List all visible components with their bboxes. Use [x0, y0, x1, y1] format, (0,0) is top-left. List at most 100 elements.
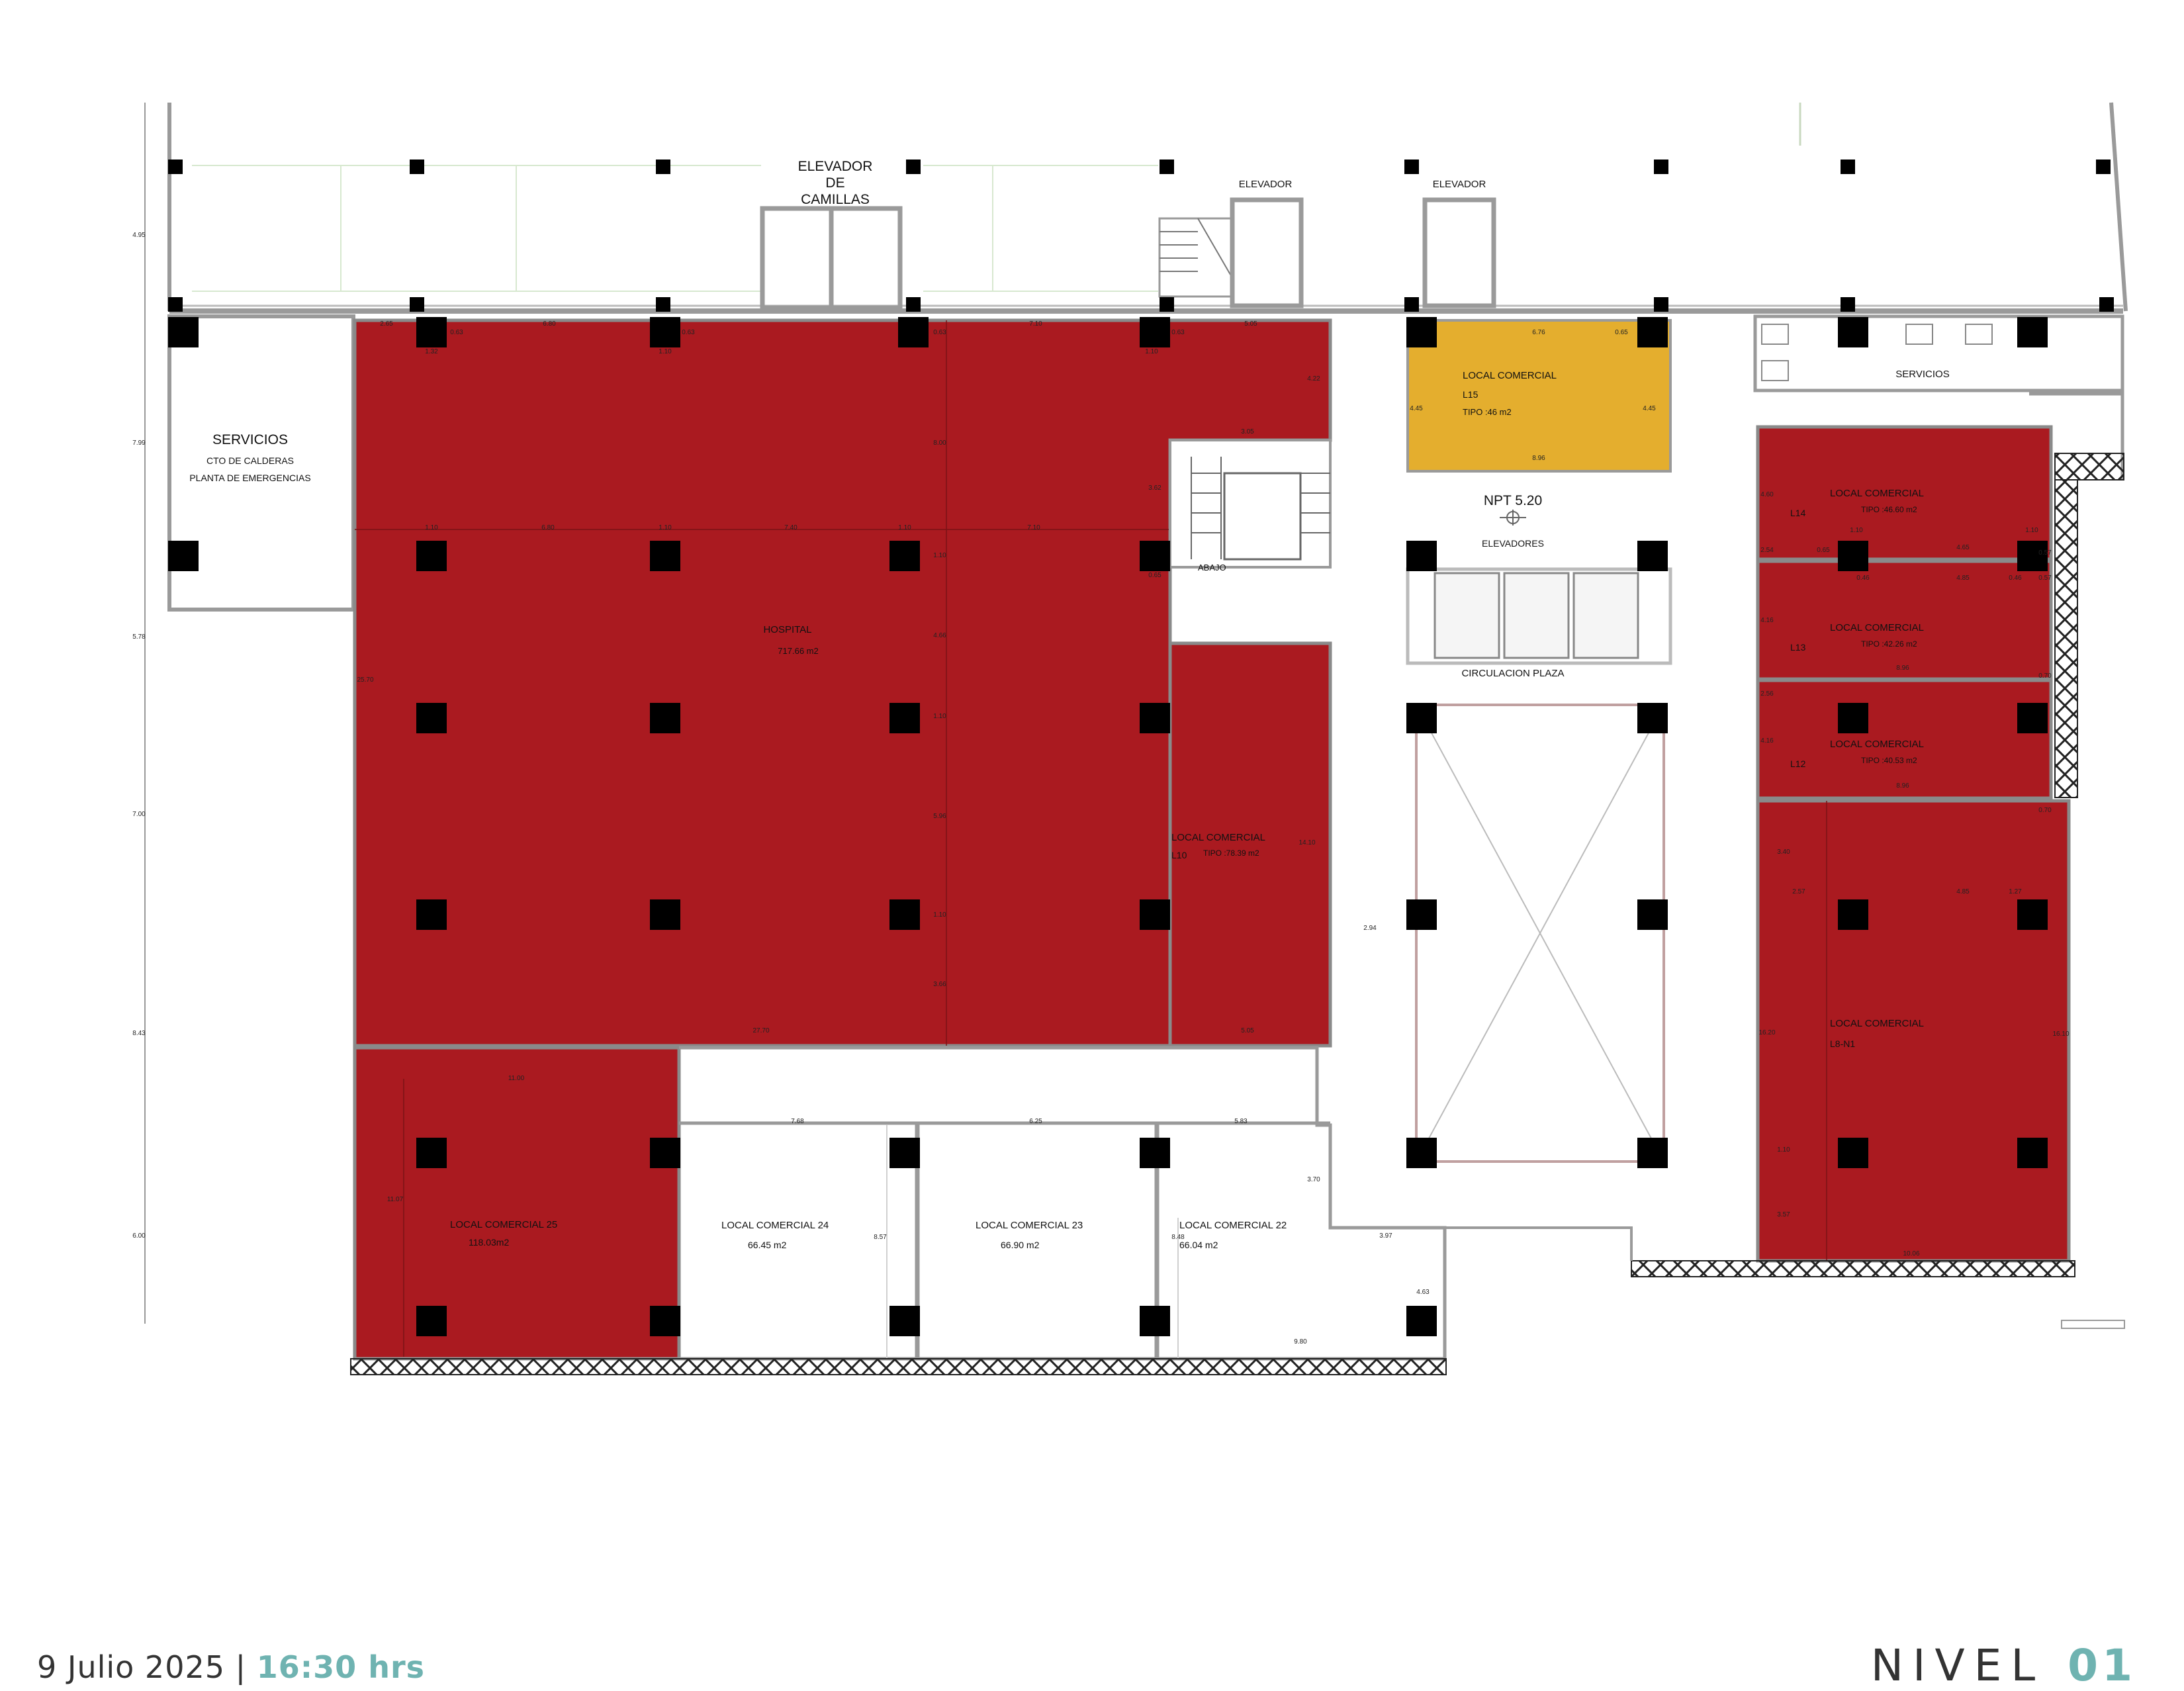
left-axis-dimension: 7.00 — [132, 811, 146, 818]
hospital-inner-dimension: 27.70 — [752, 1027, 769, 1034]
column — [1637, 703, 1668, 733]
top-stairs — [1158, 217, 1234, 298]
column — [1637, 1138, 1668, 1168]
footer-date: 9 Julio 2025 | 16:30 hrs — [37, 1649, 425, 1685]
column — [168, 160, 183, 174]
column — [889, 1306, 920, 1336]
hospital-inner-dimension: 1.10 — [659, 524, 672, 531]
hospital-inner-dimension: 1.10 — [425, 524, 438, 531]
column — [650, 1138, 680, 1168]
column — [2017, 1138, 2048, 1168]
hospital-inner-dimension: 14.10 — [1298, 839, 1315, 846]
l22-area: 66.04 m2 — [1179, 1240, 1218, 1250]
l12-code: L12 — [1790, 758, 1806, 769]
column — [1654, 297, 1668, 312]
left-axis-dimension: 7.99 — [132, 439, 146, 447]
hospital-inner-dimension: 3.66 — [933, 981, 946, 988]
column — [416, 899, 447, 930]
column — [889, 899, 920, 930]
column — [168, 541, 199, 571]
hospital-label: HOSPITAL — [763, 624, 811, 635]
right-block-dimension: 3.40 — [1777, 848, 1790, 856]
hospital-inner-dimension: 3.05 — [1241, 428, 1254, 435]
bottom-dimension: 3.70 — [1307, 1176, 1320, 1183]
column — [1637, 541, 1668, 571]
column — [1140, 317, 1170, 347]
local-l10: LOCAL COMERCIAL L10 TIPO :78.39 m2 — [1168, 641, 1332, 1048]
column — [1140, 703, 1170, 733]
hospital-top-dimension: 5.05 — [1244, 320, 1257, 328]
bottom-dimension: 8.57 — [874, 1234, 887, 1241]
l14-code: L14 — [1790, 508, 1806, 518]
l15-tipo: TIPO :46 m2 — [1463, 407, 1512, 417]
column — [168, 297, 183, 312]
hospital-top-dimension: 7.10 — [1029, 320, 1042, 328]
column — [2017, 541, 2048, 571]
right-block-dimension: 3.57 — [1777, 1211, 1790, 1218]
left-axis-dimension: 5.78 — [132, 633, 146, 641]
column — [416, 317, 447, 347]
hospital-inner-dimension: 6.80 — [541, 524, 555, 531]
right-block-dimension: 4.65 — [1956, 544, 1970, 551]
l25-name: LOCAL COMERCIAL 25 — [450, 1219, 557, 1230]
right-block-dimension: 1.10 — [1777, 1146, 1790, 1154]
bottom-dimension: 11.00 — [508, 1075, 525, 1082]
l15-code: L15 — [1463, 389, 1479, 400]
hospital-top-dimension: 0.63 — [450, 329, 463, 336]
column — [906, 297, 921, 312]
l13-name: LOCAL COMERCIAL — [1830, 622, 1924, 633]
column — [650, 317, 680, 347]
column — [2099, 297, 2114, 312]
l12-name: LOCAL COMERCIAL — [1830, 739, 1924, 750]
l24-name: LOCAL COMERCIAL 24 — [721, 1220, 829, 1231]
hospital-top-dimension: 0.63 — [933, 329, 946, 336]
right-block-dimension: 0.46 — [2009, 574, 2022, 582]
bottom-dimension: 4.63 — [1416, 1289, 1430, 1296]
column — [2017, 703, 2048, 733]
servicios-room: SERVICIOS CTO DE CALDERAS PLANTA DE EMER… — [167, 314, 355, 612]
hospital-inner-dimension: 2.94 — [1363, 925, 1377, 932]
right-block-dimension: 10.06 — [1903, 1250, 1919, 1257]
hospital-top-dimension: 1.10 — [659, 348, 672, 355]
hatched-edges — [350, 453, 2124, 1375]
column — [1838, 703, 1868, 733]
bottom-dimension: 6.25 — [1029, 1118, 1042, 1125]
hospital-top-dimension: 1.10 — [1145, 348, 1158, 355]
column — [416, 703, 447, 733]
servicios-left-label: SERVICIOS — [212, 432, 288, 447]
hospital-inner-dimension: 5.05 — [1241, 1027, 1254, 1034]
local-l15: LOCAL COMERCIAL L15 TIPO :46 m2 — [1406, 319, 1672, 473]
column — [1404, 297, 1419, 312]
elevator-box-2: ELEVADOR — [1422, 179, 1496, 308]
elevator-1-label: ELEVADOR — [1239, 179, 1293, 190]
circulacion-label: CIRCULACION PLAZA — [1461, 668, 1564, 679]
right-block-dimension: 1.10 — [1850, 527, 1863, 534]
column — [1406, 541, 1437, 571]
right-block-dimension: 2.57 — [1792, 888, 1805, 895]
level-number: 01 — [2068, 1640, 2136, 1691]
planta-emergencias-label: PLANTA DE EMERGENCIAS — [189, 473, 310, 483]
footer-separator: | — [235, 1649, 247, 1685]
stretcher-elevator-label-2: DE — [825, 175, 844, 191]
hospital-inner-dimension: 25.70 — [357, 676, 373, 684]
l15-dimension: 0.65 — [1615, 329, 1628, 336]
central-stairs: ABAJO — [1169, 439, 1332, 572]
stretcher-elevator-label-1: ELEVADOR — [798, 159, 873, 174]
hospital-inner-dimension: 1.10 — [933, 552, 946, 559]
column — [1160, 160, 1174, 174]
column — [2096, 160, 2111, 174]
hospital-top-dimension: 0.63 — [682, 329, 695, 336]
hospital-inner-dimension: 5.96 — [933, 813, 946, 820]
column — [1404, 160, 1419, 174]
elevator-box-1: ELEVADOR — [1230, 179, 1304, 308]
right-block-dimension: 16.10 — [2052, 1030, 2069, 1038]
column — [889, 1138, 920, 1168]
l15-dimension: 4.45 — [1410, 405, 1423, 412]
column — [1637, 899, 1668, 930]
abajo-label: ABAJO — [1198, 563, 1226, 572]
bottom-dimension: 5.83 — [1234, 1118, 1248, 1125]
l25-area: 118.03m2 — [469, 1237, 509, 1248]
npt-label: NPT 5.20 — [1484, 493, 1542, 508]
l15-dimension: 4.45 — [1643, 405, 1656, 412]
